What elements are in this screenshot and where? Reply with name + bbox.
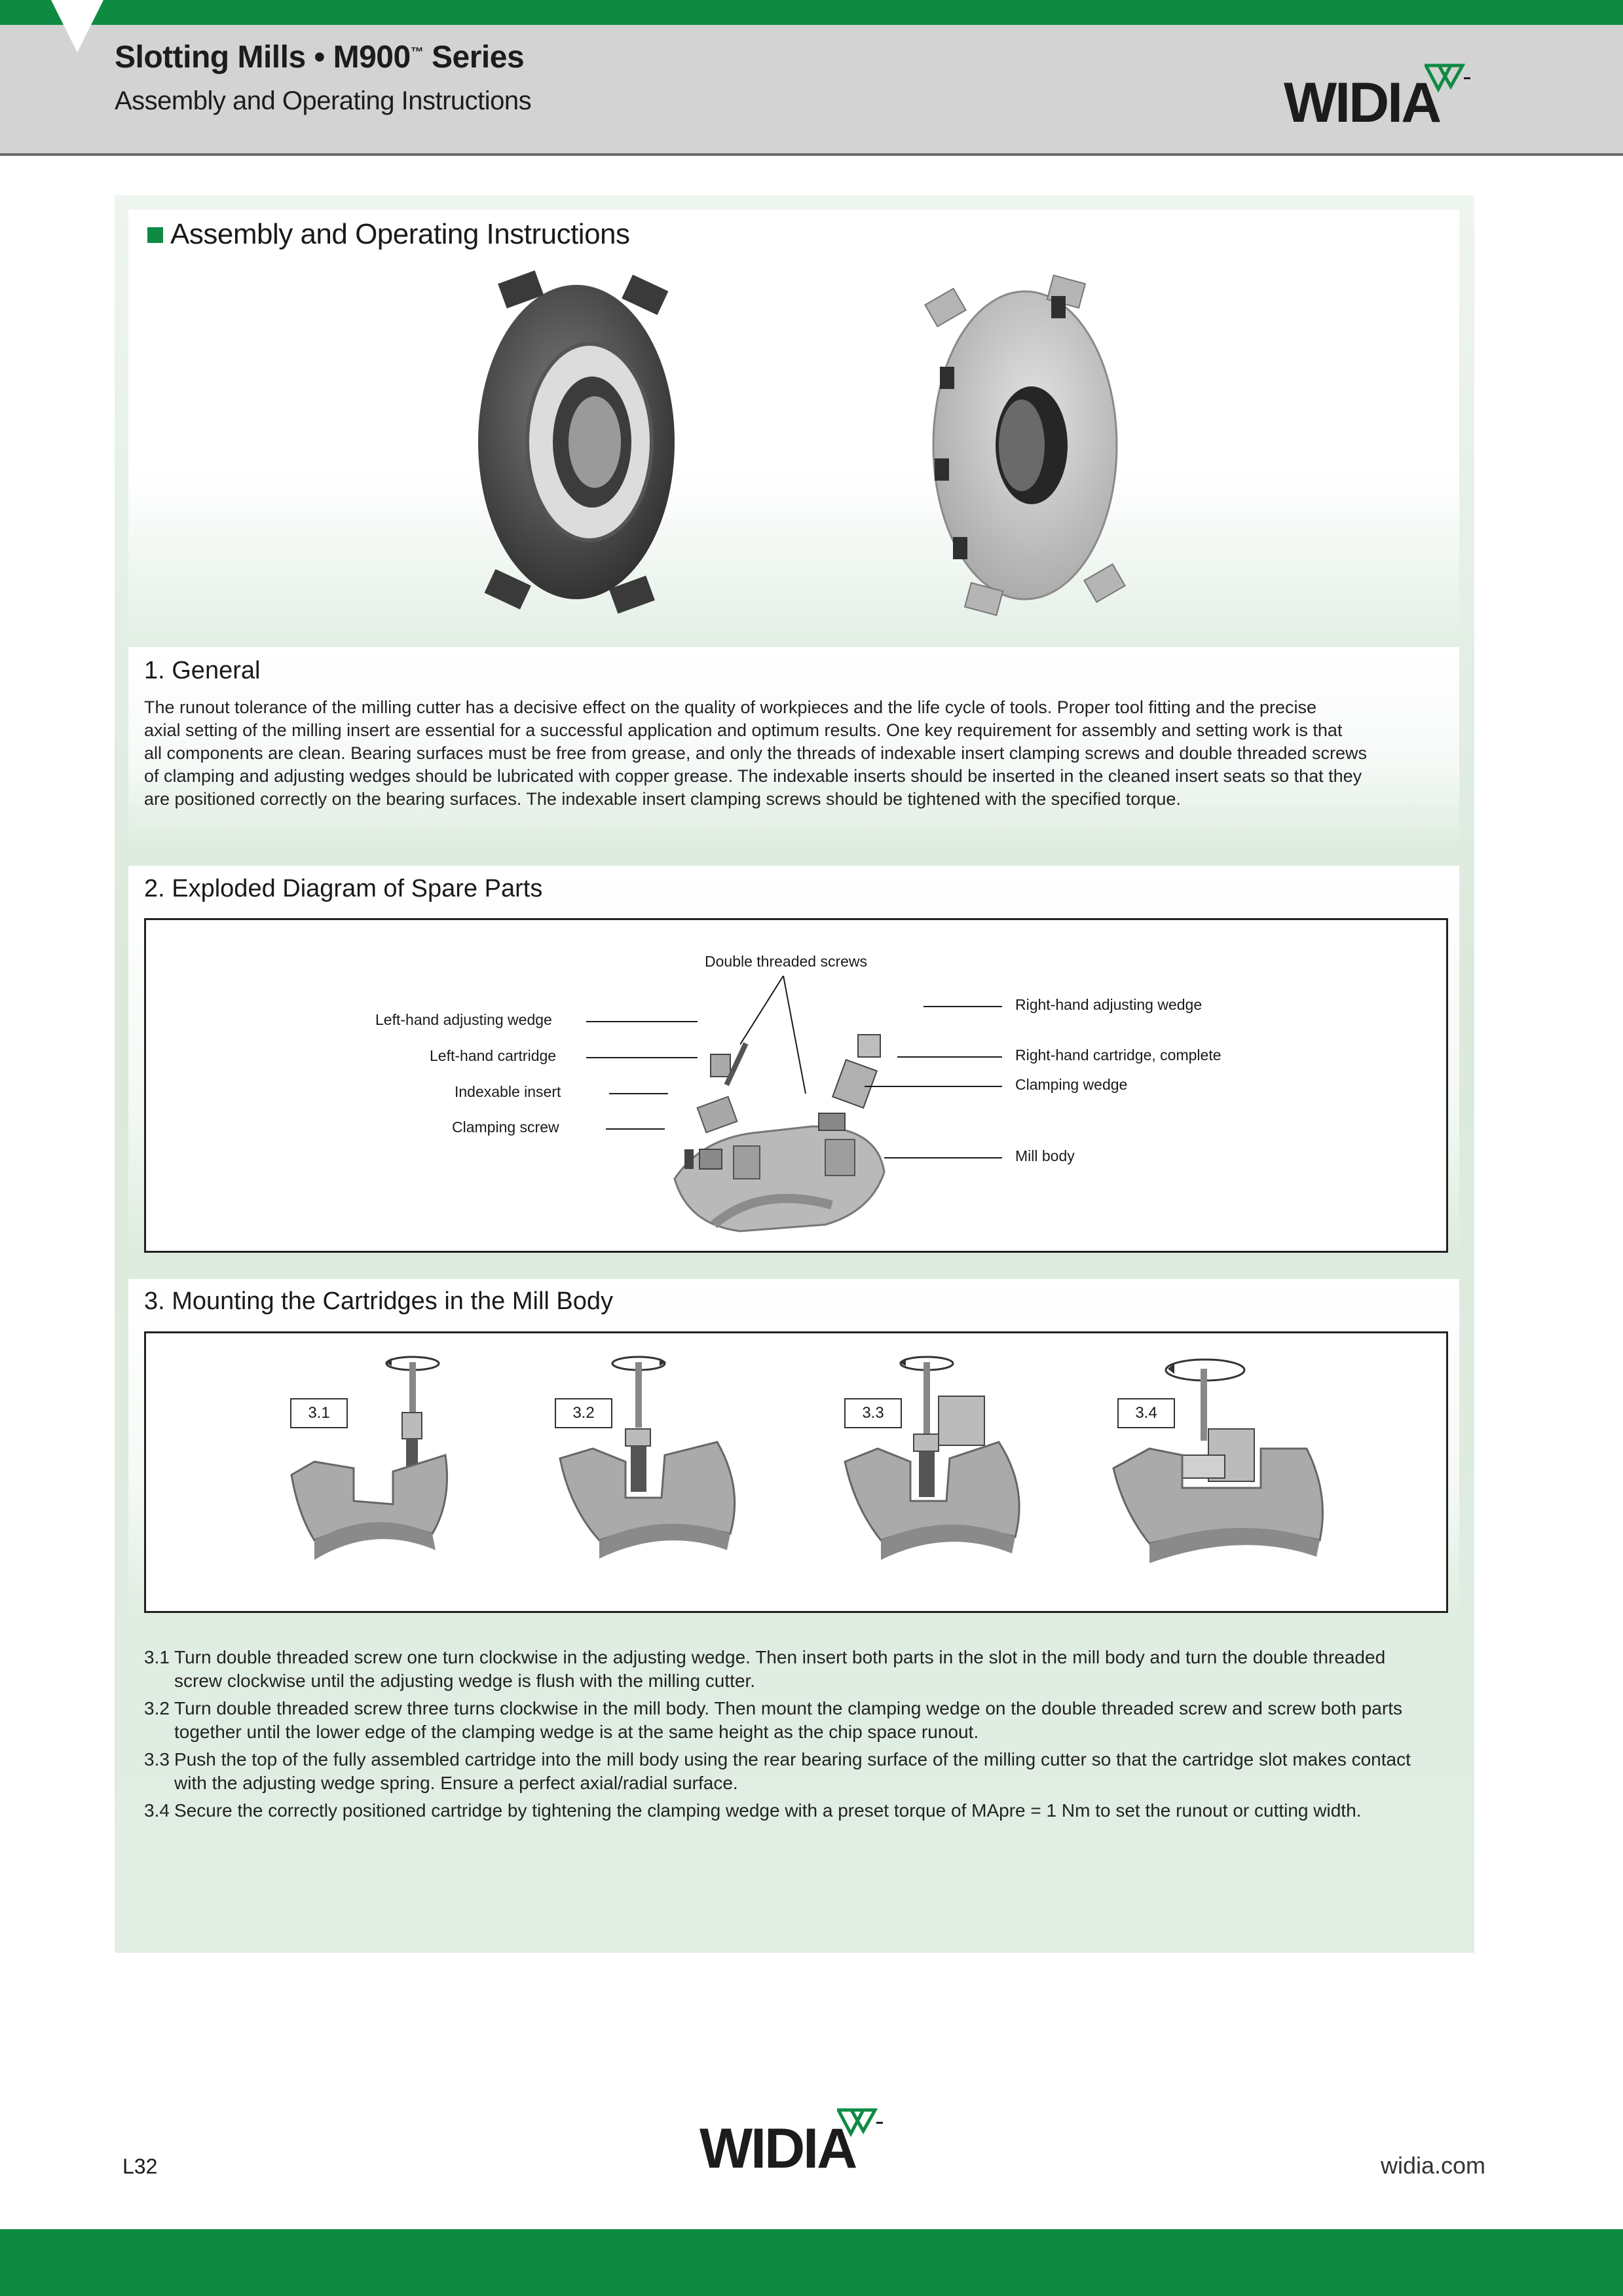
instruction-line: screw clockwise until the adjusting wedg… (174, 1671, 756, 1691)
general-title: 1. General (144, 657, 261, 684)
label-rh-cartridge: Right-hand cartridge, complete (1015, 1046, 1222, 1064)
instruction-number: 3.2 (144, 1698, 170, 1718)
step-3-1-illustration (288, 1350, 458, 1583)
step-3-3-illustration (842, 1350, 1038, 1583)
label-lh-adjusting-wedge: Left-hand adjusting wedge (375, 1011, 552, 1028)
cutter-photo-dark (404, 265, 749, 622)
general-line: of clamping and adjusting wedges should … (144, 766, 1362, 786)
rotation-arrow-icon (660, 1358, 666, 1366)
general-line: The runout tolerance of the milling cutt… (144, 697, 1317, 717)
label-double-threaded-screws: Double threaded screws (705, 953, 868, 970)
leader-line (609, 1093, 668, 1094)
leader-double-threaded (739, 975, 819, 1103)
intro-card (128, 210, 1459, 642)
bottom-green-bar (0, 2229, 1623, 2296)
leader-line (865, 1086, 1002, 1087)
rotation-arrow-icon (385, 1358, 392, 1366)
step-3-4-illustration (1110, 1350, 1333, 1583)
label-rh-adjusting-wedge: Right-hand adjusting wedge (1015, 996, 1203, 1013)
label-clamping-screw: Clamping screw (452, 1119, 559, 1136)
exploded-title: 2. Exploded Diagram of Spare Parts (144, 875, 543, 902)
instruction-line: Push the top of the fully assembled cart… (174, 1749, 1411, 1769)
general-line: all components are clean. Bearing surfac… (144, 743, 1368, 763)
exploded-diagram-drawing (662, 1028, 937, 1241)
widia-logo-mark-icon (835, 2107, 889, 2150)
general-text: The runout tolerance of the milling cutt… (144, 696, 1447, 811)
widia-logo-mark-icon (1423, 63, 1477, 105)
instruction-number: 3.1 (144, 1647, 170, 1667)
instruction-text: Turn double threaded screw one turn cloc… (174, 1646, 1438, 1693)
label-indexable-insert: Indexable insert (455, 1083, 561, 1100)
instruction-line: Secure the correctly positioned cartridg… (174, 1800, 1362, 1821)
website-link[interactable]: widia.com (1381, 2152, 1486, 2179)
page-subtitle: Assembly and Operating Instructions (115, 86, 532, 115)
step-label-3-2: 3.2 (555, 1398, 612, 1428)
general-line: axial setting of the milling insert are … (144, 720, 1343, 740)
instruction-text: Turn double threaded screw three turns c… (174, 1697, 1438, 1744)
leader-line (884, 1157, 1002, 1158)
main-heading: Assembly and Operating Instructions (170, 218, 630, 250)
page-header (0, 25, 1623, 156)
instruction-text: Push the top of the fully assembled cart… (174, 1748, 1438, 1795)
title-main: Slotting Mills • M900 (115, 40, 411, 75)
label-mill-body: Mill body (1015, 1147, 1075, 1164)
leader-line (923, 1006, 1002, 1007)
instruction-text: Secure the correctly positioned cartridg… (174, 1799, 1438, 1823)
label-clamping-wedge: Clamping wedge (1015, 1076, 1128, 1093)
rotation-arrow-icon (1168, 1363, 1174, 1374)
mounting-title: 3. Mounting the Cartridges in the Mill B… (144, 1287, 614, 1315)
general-card (128, 647, 1459, 843)
cutter-photo-light (854, 268, 1196, 625)
instruction-line: Turn double threaded screw three turns c… (174, 1698, 1402, 1718)
step-label-3-4: 3.4 (1117, 1398, 1175, 1428)
heading-square-icon (147, 227, 163, 243)
leader-line (606, 1128, 665, 1130)
general-line: are positioned correctly on the bearing … (144, 789, 1181, 809)
page-number: L32 (122, 2155, 158, 2178)
step-3-2-illustration (553, 1350, 750, 1583)
label-lh-cartridge: Left-hand cartridge (430, 1047, 557, 1064)
step-label-3-1: 3.1 (290, 1398, 348, 1428)
instruction-line: Turn double threaded screw one turn cloc… (174, 1647, 1386, 1667)
leader-line (897, 1056, 1002, 1058)
widia-logo-footer: WIDIA (700, 2117, 857, 2180)
instruction-line: with the adjusting wedge spring. Ensure … (174, 1773, 738, 1793)
leader-line (586, 1057, 698, 1058)
instruction-line: together until the lower edge of the cla… (174, 1722, 979, 1742)
title-end: Series (423, 40, 525, 75)
page-title: Slotting Mills • M900™ Series (115, 39, 525, 75)
trademark-mark: ™ (410, 45, 424, 60)
top-green-bar (0, 0, 1623, 25)
instruction-number: 3.3 (144, 1749, 170, 1769)
widia-logo: WIDIA (1284, 71, 1442, 134)
leader-line (586, 1021, 698, 1022)
instruction-number: 3.4 (144, 1800, 170, 1821)
header-notch (51, 0, 103, 52)
step-label-3-3: 3.3 (844, 1398, 902, 1428)
rotation-arrow-icon (899, 1358, 906, 1366)
